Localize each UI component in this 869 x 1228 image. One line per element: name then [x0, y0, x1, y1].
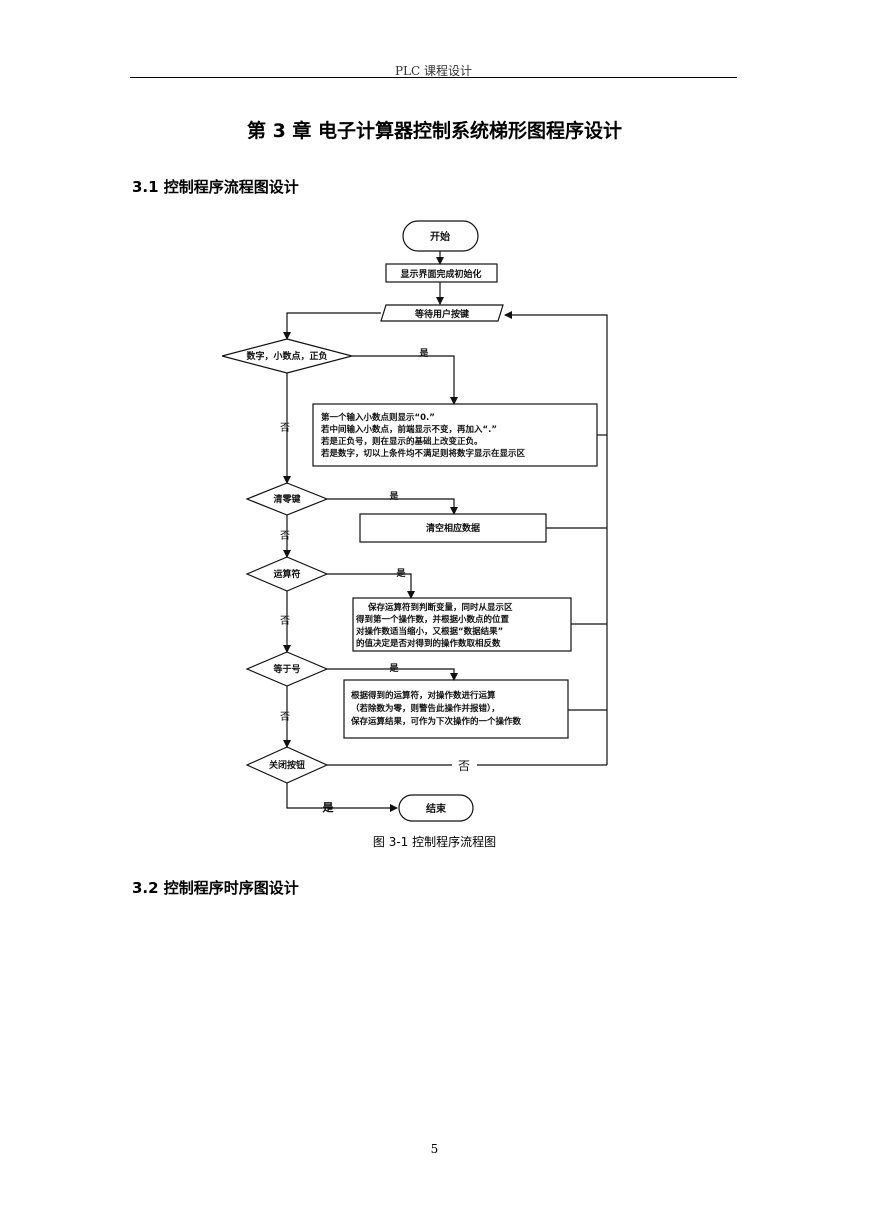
section-heading-3-1: 3.1 控制程序流程图设计 — [132, 178, 299, 196]
box1-line-1: 第一个输入小数点则显示“0.” — [321, 412, 435, 423]
connector — [283, 312, 381, 340]
box3-line-4: 的值决定是否对得到的操作数取相反数 — [356, 638, 501, 649]
no-label-d3: 否 — [280, 615, 290, 627]
chapter-title: 第 3 章 电子计算器控制系统梯形图程序设计 — [246, 120, 623, 142]
yes-label-d3: 是 — [395, 568, 406, 579]
box3-line-1: 保存运算符到判断变量，同时从显示区 — [367, 602, 513, 613]
connector — [352, 355, 458, 405]
no-label-d5: 否 — [458, 759, 470, 773]
box4-line-1: 根据得到的运算符，对操作数进行运算 — [351, 690, 496, 701]
box1-line-2: 若中间输入小数点，前端显示不变，再加入“.” — [320, 424, 497, 435]
no-label-d2: 否 — [280, 530, 290, 542]
yes-label-d5: 是 — [322, 801, 335, 814]
no-label-d1: 否 — [280, 422, 290, 434]
wait-input-shape — [380, 304, 504, 322]
decision-d3-label: 运算符 — [273, 568, 300, 580]
connector — [286, 783, 398, 812]
connector — [327, 498, 458, 515]
start-label: 开始 — [430, 230, 450, 243]
box1-line-3: 若是正负号，则在显示的基础上改变正负。 — [320, 436, 483, 447]
flowchart-svg: 开始 显示界面完成初始化 等待用户按键 数字，小数点，正负 是 否 第一个输入小… — [222, 220, 608, 822]
return-line — [504, 311, 608, 765]
decision-d5-label: 关闭按钮 — [269, 759, 305, 771]
decision-d1-label: 数字，小数点，正负 — [246, 350, 327, 362]
yes-label-d4: 是 — [388, 663, 399, 674]
decision-d4-label: 等于号 — [272, 663, 300, 675]
wait-label: 等待用户按键 — [414, 308, 470, 320]
yes-label-d1: 是 — [418, 348, 429, 359]
end-terminal — [398, 794, 474, 822]
end-label: 结束 — [426, 802, 447, 815]
page-number: 5 — [430, 1142, 439, 1156]
box4-line-2: （若除数为零，则警告此操作并报错）， — [351, 703, 500, 714]
init-box — [385, 263, 498, 283]
init-label: 显示界面完成初始化 — [400, 268, 481, 280]
flowchart-figure: 开始 显示界面完成初始化 等待用户按键 数字，小数点，正负 是 否 第一个输入小… — [222, 214, 612, 828]
connector — [327, 573, 415, 599]
box1-line-4: 若是数字，切以上条件均不满足则将数字显示在显示区 — [320, 448, 526, 459]
page-header: PLC 课程设计 — [394, 64, 473, 78]
section-heading-3-2: 3.2 控制程序时序图设计 — [132, 879, 299, 897]
box2-label: 清空相应数据 — [426, 522, 480, 534]
box4-line-3: 保存运算结果，可作为下次操作的一个操作数 — [350, 716, 522, 727]
figure-caption: 图 3-1 控制程序流程图 — [372, 835, 497, 849]
connector — [327, 668, 458, 681]
no-label-d4: 否 — [280, 711, 290, 723]
box3-line-2: 得到第一个操作数，并根据小数点的位置 — [355, 614, 510, 625]
yes-label-d2: 是 — [388, 491, 399, 502]
header-rule — [130, 77, 737, 78]
decision-d2-label: 清零键 — [273, 493, 301, 505]
box3-line-3: 对操作数适当缩小，又根据“数据结果” — [356, 626, 503, 637]
process-box-4 — [343, 679, 569, 739]
